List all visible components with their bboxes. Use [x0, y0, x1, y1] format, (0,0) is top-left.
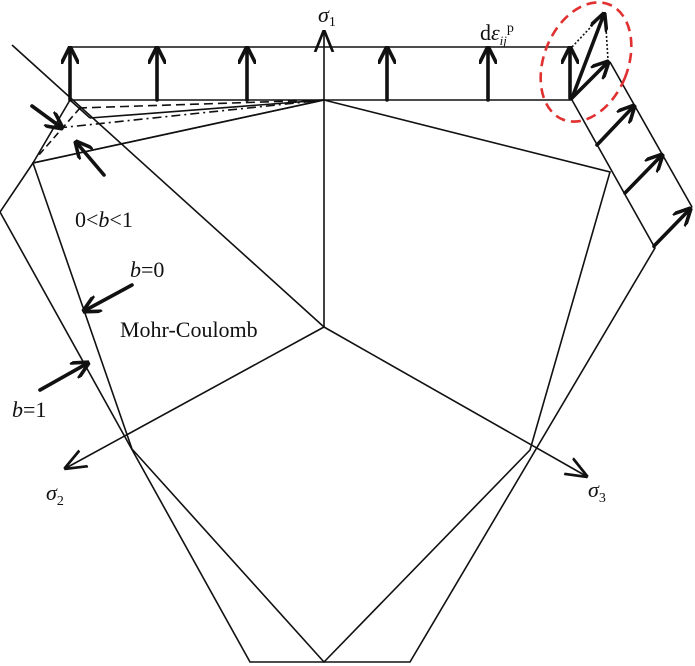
- mohr-coulomb-hexagon: [31, 99, 611, 664]
- corner-line-inner: [89, 99, 325, 119]
- corner-flow-vectors: [570, 12, 608, 100]
- flow-arrows-right: [595, 106, 690, 248]
- corner-line-outer: [32, 99, 325, 164]
- mohr-coulomb-label: Mohr-Coulomb: [120, 317, 258, 342]
- sigma3-label: σ3: [588, 477, 606, 506]
- diagonal-line: [11, 44, 325, 328]
- flow-arrows-top: [70, 46, 570, 102]
- plastic-strain-label: dεijp: [480, 20, 514, 48]
- outer-yield-surface: [0, 99, 656, 663]
- sigma1-label: σ1: [318, 2, 336, 30]
- corner-pointer-arrow-1: [30, 104, 62, 128]
- b0-label: b=0: [130, 257, 164, 282]
- dash-dot-line: [57, 99, 325, 129]
- sigma2-axis: [66, 326, 325, 468]
- highlight-ellipse: [539, 1, 633, 123]
- b-between-label: 0<b<1: [75, 207, 133, 232]
- sigma3-axis: [323, 326, 586, 476]
- b1-label: b=1: [12, 397, 46, 422]
- right-strip-outer: [609, 61, 693, 208]
- b1-pointer-arrow: [38, 363, 88, 392]
- corner-pointer-arrow-2: [76, 142, 106, 177]
- b0-pointer-arrow: [84, 283, 134, 311]
- sigma2-label: σ2: [46, 480, 64, 509]
